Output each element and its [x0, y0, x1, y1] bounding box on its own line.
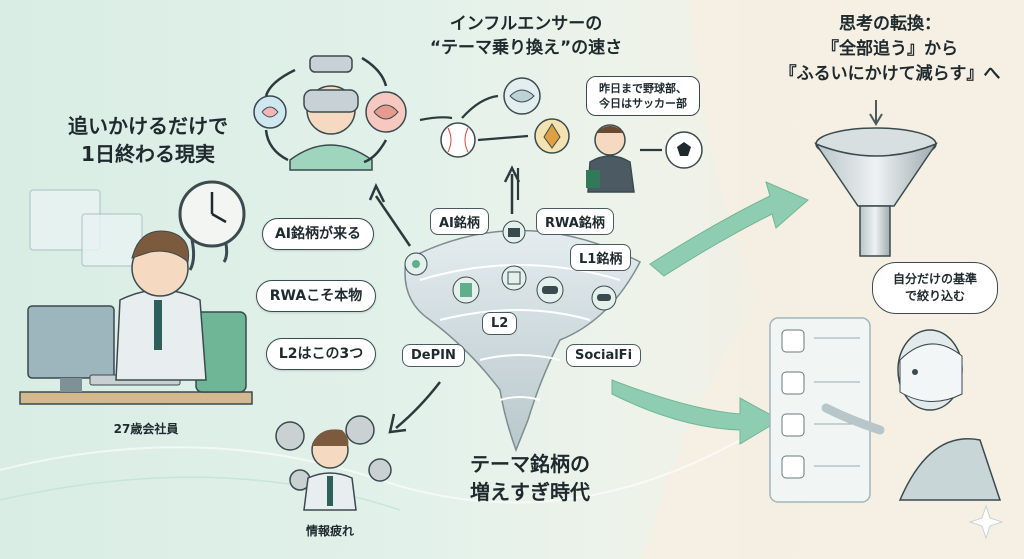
cycle-arrows: [264, 56, 388, 164]
ethereum-icon: [534, 118, 570, 154]
tornado: [404, 220, 642, 453]
tag-socialfi: SocialFi: [566, 344, 642, 367]
card-panel: [769, 317, 871, 503]
brain-icon: [365, 91, 407, 133]
left-title: 追いかけるだけで 1日終わる現実: [50, 112, 246, 168]
worker-desk: [19, 189, 253, 405]
top-title-line1: インフルエンサーの: [449, 14, 603, 34]
network-icon: [781, 413, 860, 437]
robot-speech-line1: 自分だけの基準: [892, 272, 977, 286]
claim-bubble: L2はこの3つ: [266, 338, 376, 370]
tag-rwa: RWA銘柄: [536, 208, 614, 235]
claim-bubble: RWAこそ本物: [256, 280, 376, 312]
speaker-speech: 昨日まで野球部、 今日はサッカー部: [586, 76, 700, 116]
right-title: 思考の転換： 『全部追う』から 『ふるいにかけて減らす』へ: [770, 12, 1010, 87]
left-title-line2: 1日終わる現実: [81, 142, 215, 166]
android-robot: [821, 329, 1002, 501]
gamepad-icon: [591, 285, 617, 311]
tag-ai: AI銘柄: [430, 208, 489, 235]
arrow-to-robot: [611, 379, 782, 445]
right-title-line3: 『ふるいにかけて減らす』へ: [779, 64, 1001, 84]
building-icon: [781, 371, 860, 395]
worker-caption: 27歳会社員: [113, 422, 179, 436]
gamepad-icon: [781, 455, 860, 479]
center-title-line1: テーマ銘柄の: [470, 452, 590, 476]
arrow-to-funnel: [649, 181, 809, 277]
speech-line2: 今日はサッカー部: [599, 97, 687, 110]
top-title-line2: “テーマ乗り換え”の速さ: [429, 38, 623, 58]
robot-icon: [781, 329, 860, 353]
robot-speech-line2: で絞り込む: [904, 289, 965, 303]
robot-speech: 自分だけの基準 で絞り込む: [872, 262, 998, 314]
sparkle-icon: [968, 504, 1004, 540]
speech-line1: 昨日まで野球部、: [599, 82, 687, 95]
network-icon: [404, 252, 428, 276]
fatigue-caption: 情報疲れ: [305, 524, 354, 538]
gamepad-icon: [536, 276, 564, 304]
building-icon: [452, 276, 480, 304]
funnel-icon: [814, 100, 938, 257]
tag-depin: DePIN: [402, 344, 465, 367]
brain-icon: [503, 77, 541, 115]
monitor: [27, 305, 115, 379]
gear-icon: [275, 415, 392, 491]
right-title-line1: 思考の転換：: [839, 14, 941, 34]
center-title-line2: 増えすぎ時代: [470, 480, 590, 504]
top-title: インフルエンサーの “テーマ乗り換え”の速さ: [406, 12, 646, 60]
soccer-ball-icon: [665, 131, 703, 169]
fatigue-person: [275, 415, 392, 511]
robot-icon: [502, 220, 526, 244]
claim-bubble: AI銘柄が来る: [262, 218, 374, 250]
left-title-line1: 追いかけるだけで: [68, 114, 228, 138]
vr-headset-icon: [303, 89, 359, 113]
right-title-line2: 『全部追う』から: [822, 39, 958, 59]
vr-person: [289, 55, 373, 171]
baseball-icon: [440, 122, 476, 158]
speaker-person: [586, 124, 635, 193]
tag-l1: L1銘柄: [570, 244, 632, 271]
brain-icon: [253, 95, 287, 129]
network-icon: [501, 265, 527, 291]
clock-icon: [178, 180, 246, 271]
tag-l2: L2: [482, 312, 518, 335]
center-title: テーマ銘柄の 増えすぎ時代: [440, 450, 620, 506]
